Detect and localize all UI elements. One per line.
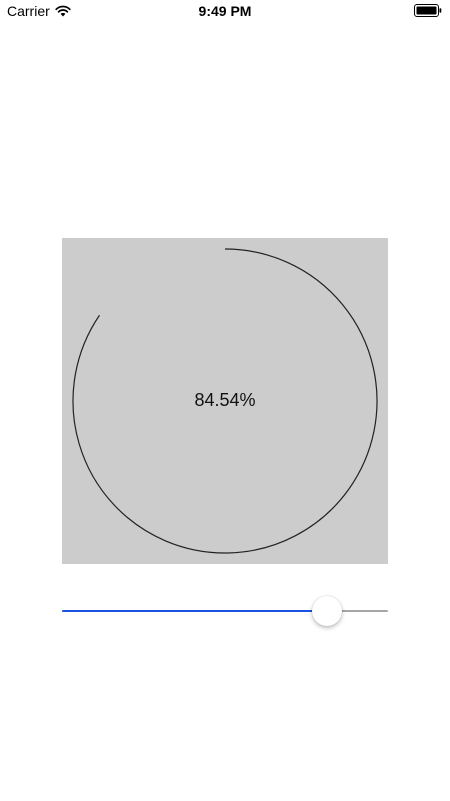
status-time: 9:49 PM: [198, 3, 252, 19]
wifi-icon: [55, 5, 71, 17]
progress-percentage-label: 84.54%: [194, 390, 256, 410]
slider-thumb[interactable]: [312, 596, 343, 626]
slider-min-track[interactable]: [62, 610, 328, 612]
status-bar: Carrier 9:49 PM: [0, 0, 450, 24]
carrier-group: Carrier: [7, 2, 71, 20]
carrier-label: Carrier: [7, 3, 50, 19]
battery-icon: [414, 4, 442, 17]
progress-arc: [72, 248, 378, 554]
progress-ring: [72, 248, 378, 554]
circular-progress-view: 84.54%: [62, 238, 388, 564]
progress-slider[interactable]: [62, 596, 388, 626]
